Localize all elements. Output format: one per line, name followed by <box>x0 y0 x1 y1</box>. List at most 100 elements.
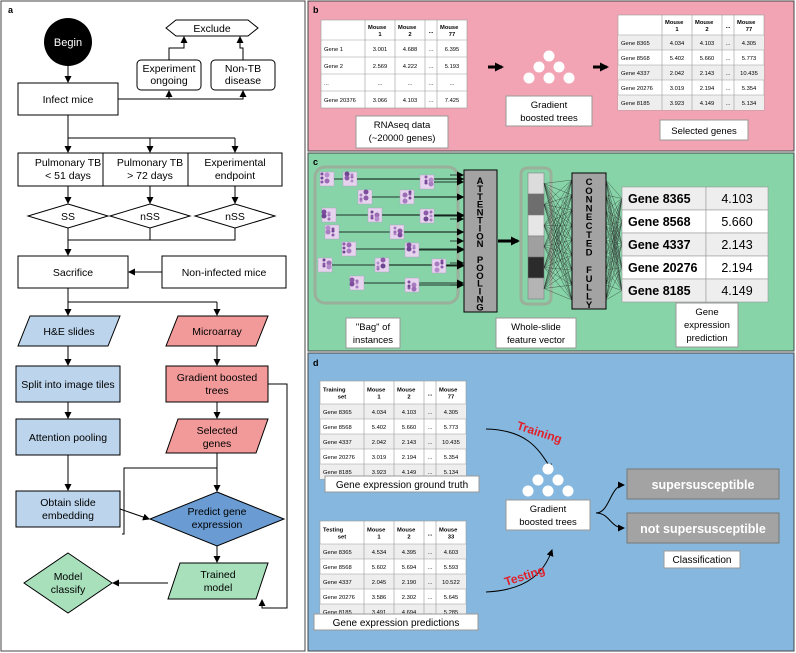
table-cell: ... <box>429 81 434 87</box>
table-cell: ... <box>428 565 433 571</box>
training-caption-box <box>324 475 480 493</box>
table-cell: 5.602 <box>372 565 387 571</box>
table-cell: 6.395 <box>445 47 460 53</box>
vertical-letter: O <box>476 271 483 282</box>
tree-node <box>523 72 535 84</box>
table-cell: ... <box>428 550 433 556</box>
table-cell: Gene 8365 <box>323 410 352 416</box>
table-cell: 4.305 <box>742 41 757 47</box>
table-cell: 3.491 <box>372 610 387 616</box>
attention-pooling-label: Attention pooling <box>29 432 107 444</box>
vertical-letter: T <box>477 192 483 203</box>
table-cell: Gene 4337 <box>323 580 352 586</box>
testing-caption-box <box>313 613 479 631</box>
tissue-tile <box>367 207 383 223</box>
table-header-cell: Mouse <box>367 528 386 534</box>
tree-node <box>522 485 534 497</box>
table-cell: 4.103 <box>402 410 417 416</box>
vertical-letter: L <box>586 291 592 302</box>
classification-box <box>663 550 741 569</box>
sacrifice-label: Sacrifice <box>53 267 93 279</box>
tree-node <box>562 485 574 497</box>
vertical-letter: N <box>477 208 484 219</box>
gbt-caption-d-box <box>505 499 591 531</box>
exclude-node <box>165 19 259 37</box>
selected-genes-node <box>165 418 269 454</box>
classification-label: Classification <box>673 555 732 566</box>
table-cell: Gene 20276 <box>323 455 355 461</box>
group2-label-1: Pulmonary TB <box>117 157 183 169</box>
bag-caption-box <box>345 317 401 349</box>
table-cell: Gene 20376 <box>324 98 356 104</box>
table-cell: 2.194 <box>402 455 417 461</box>
table-cell: Gene 8185 <box>323 470 352 476</box>
table-header-cell: ... <box>428 531 433 537</box>
table-cell: 4.034 <box>670 41 685 47</box>
table-cell: 3.923 <box>372 470 387 476</box>
table-cell: 2.042 <box>670 71 685 77</box>
table-cell: 10.435 <box>740 71 758 77</box>
table-cell: 4.305 <box>444 410 459 416</box>
vertical-letter: N <box>586 195 593 206</box>
rnaseq-caption-1: RNAseq data <box>374 120 431 131</box>
split-tiles-node <box>15 365 121 403</box>
table-cell: 3.923 <box>670 101 685 107</box>
table-header-cell: Mouse <box>695 20 714 26</box>
tissue-tile <box>319 171 335 187</box>
attention-pooling-block <box>463 169 498 313</box>
gradient-boosted-label-2: trees <box>205 385 228 397</box>
table-cell: 4.103 <box>403 98 418 104</box>
table-cell: 4.688 <box>403 47 418 53</box>
table-header-cell: 77 <box>448 394 454 400</box>
prediction-caption-box <box>675 302 739 348</box>
split-tiles-label: Split into image tiles <box>21 379 114 391</box>
table-cell: 2.302 <box>402 595 417 601</box>
feature-vector-outline <box>519 166 553 306</box>
table-cell: Gene 8568 <box>621 56 650 62</box>
fc-output-connections <box>605 179 623 301</box>
tree-node <box>543 50 555 62</box>
table-header-cell: Mouse <box>439 388 458 394</box>
model-classify-label-2: classify <box>51 584 86 596</box>
table-header-cell: Mouse <box>737 20 756 26</box>
group1-label-2: < 51 days <box>45 170 91 182</box>
prediction-caption-1: Gene <box>695 307 718 318</box>
table-cell: 5.134 <box>742 101 757 107</box>
gradient-boosted-label-1: Gradient boosted <box>177 372 258 384</box>
vertical-letter: A <box>477 176 484 187</box>
prediction-caption-2: expression <box>684 320 730 331</box>
table-cell: Gene 8365 <box>323 550 352 556</box>
table-cell: 5.593 <box>444 565 459 571</box>
table-header-cell: Mouse <box>665 20 684 26</box>
vector-caption-2: feature vector <box>507 335 565 346</box>
gbt-caption-box <box>505 95 593 127</box>
vertical-letter: T <box>477 184 483 195</box>
table-cell: ... <box>408 81 413 87</box>
table-cell: 2.190 <box>402 580 417 586</box>
infect-mice-node <box>17 82 119 116</box>
group2-label-2: > 72 days <box>127 170 173 182</box>
gene-name: Gene 8365 <box>628 192 691 206</box>
gene-value: 2.194 <box>721 261 752 275</box>
table-cell: 7.425 <box>445 98 460 104</box>
tissue-tile <box>374 257 390 273</box>
non-tb-label-2: disease <box>225 75 261 87</box>
nss1-label: nSS <box>140 211 160 223</box>
table-cell: 5.645 <box>444 595 459 601</box>
vertical-letter: O <box>476 231 483 242</box>
vertical-letter: F <box>586 265 592 276</box>
supersusceptible-box <box>626 468 780 500</box>
vertical-letter: I <box>479 223 482 234</box>
table-cell: 4.149 <box>700 101 715 107</box>
table-cell: 5.285 <box>444 610 459 616</box>
tree-node <box>543 72 555 84</box>
table-cell: Gene 8365 <box>621 41 650 47</box>
vector-cell <box>527 172 545 195</box>
obtain-slide-label-1: Obtain slide <box>40 497 96 509</box>
tree-node <box>533 61 545 73</box>
tissue-tile <box>419 174 435 190</box>
table-header-cell: Testing <box>323 528 344 534</box>
table-cell: 2.042 <box>372 440 387 446</box>
table-cell: Gene 8568 <box>323 425 352 431</box>
